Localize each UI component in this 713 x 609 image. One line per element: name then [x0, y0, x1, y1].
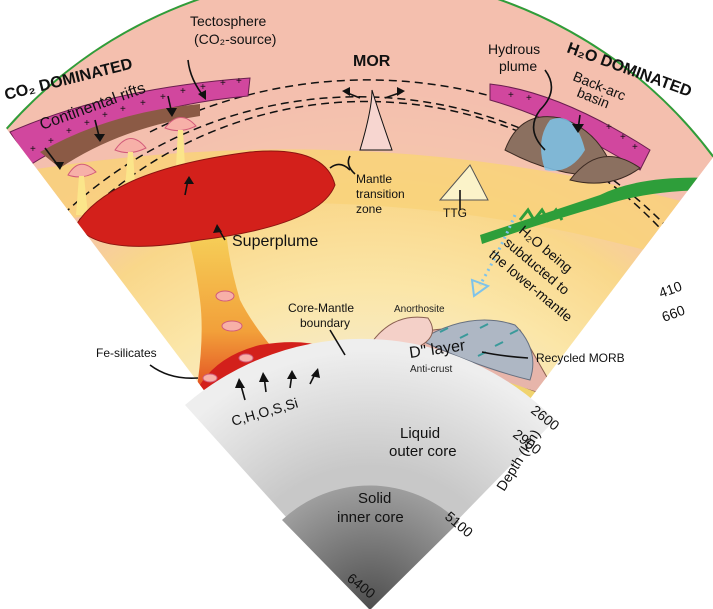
recycled-morb-label: Recycled MORB [536, 351, 625, 365]
depth-tick-660: 660 [660, 302, 688, 325]
core-mantle-label: Core-Mantle [288, 301, 354, 315]
depth-tick-5100: 5100 [442, 508, 476, 540]
core-mantle-label-2: boundary [300, 316, 350, 330]
superplume-label: Superplume [232, 233, 318, 250]
svg-text:+: + [120, 104, 126, 115]
svg-text:+: + [620, 132, 626, 143]
svg-text:+: + [632, 142, 638, 153]
fe-silicates-label: Fe-silicates [96, 346, 157, 360]
mor-label: MOR [353, 53, 391, 70]
anti-crust-label: Anti-crust [410, 364, 452, 375]
svg-text:+: + [220, 78, 226, 89]
svg-text:+: + [180, 86, 186, 97]
tectosphere-label: Tectosphere [190, 13, 266, 29]
svg-text:+: + [48, 136, 54, 147]
inner-core-label-2: inner core [337, 509, 404, 526]
svg-text:+: + [236, 76, 242, 87]
inner-core-label: Solid [358, 490, 391, 507]
depth-tick-410: 410 [657, 278, 685, 301]
svg-text:+: + [606, 122, 612, 133]
svg-text:+: + [66, 126, 72, 137]
svg-text:+: + [526, 93, 532, 104]
hydrous-plume-sub-label: plume [499, 58, 537, 74]
ttg-label: TTG [443, 206, 467, 220]
svg-text:+: + [84, 118, 90, 129]
svg-text:+: + [30, 144, 36, 155]
outer-core-label: Liquid [400, 425, 440, 442]
mantle-transition-label-2: transition [356, 187, 405, 201]
anorthosite-label: Anorthosite [394, 304, 445, 315]
mantle-transition-label: Mantle [356, 172, 392, 186]
tectosphere-sub-label: (CO₂-source) [194, 31, 276, 47]
svg-text:+: + [140, 98, 146, 109]
hydrous-plume-label: Hydrous [488, 41, 540, 57]
mantle-transition-label-3: zone [356, 202, 382, 216]
svg-text:+: + [160, 92, 166, 103]
svg-text:+: + [508, 90, 514, 101]
outer-core-label-2: outer core [389, 443, 457, 460]
